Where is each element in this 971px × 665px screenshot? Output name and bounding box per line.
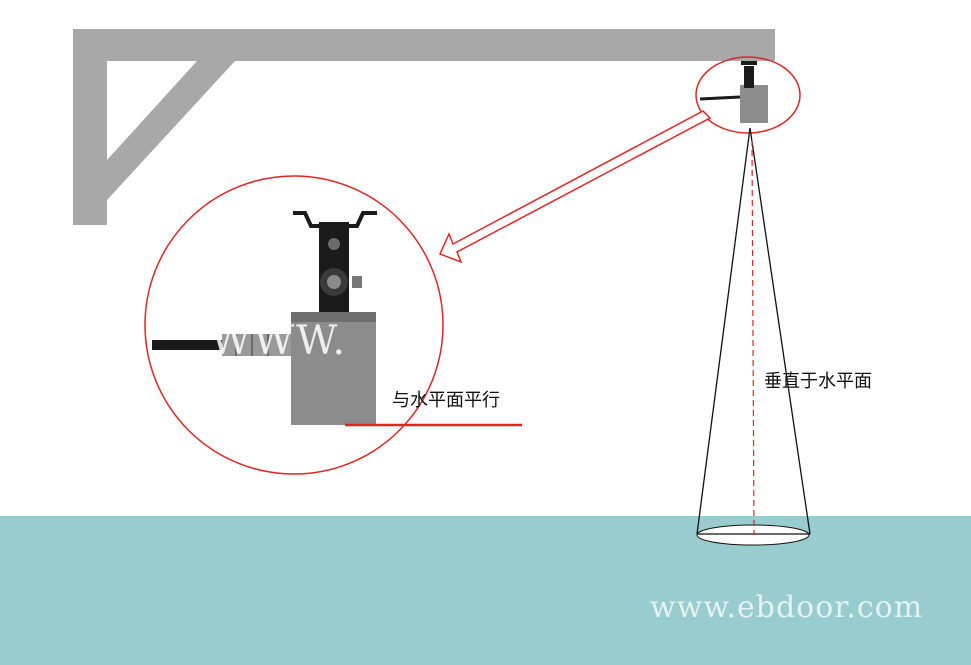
zoom-arrow-icon (438, 110, 712, 264)
water-surface (0, 516, 971, 665)
sensor-highlight-circle (695, 56, 801, 134)
watermark-zoom: WWW. (210, 318, 348, 364)
sensor-icon (699, 61, 768, 123)
label-vertical: 垂直于水平面 (764, 371, 872, 392)
watermark-site: www.ebdoor.com (650, 590, 924, 625)
beam-cone (696, 127, 811, 546)
label-parallel: 与水平面平行 (392, 390, 500, 411)
magnified-view (144, 175, 444, 475)
wall-bracket (73, 29, 775, 225)
